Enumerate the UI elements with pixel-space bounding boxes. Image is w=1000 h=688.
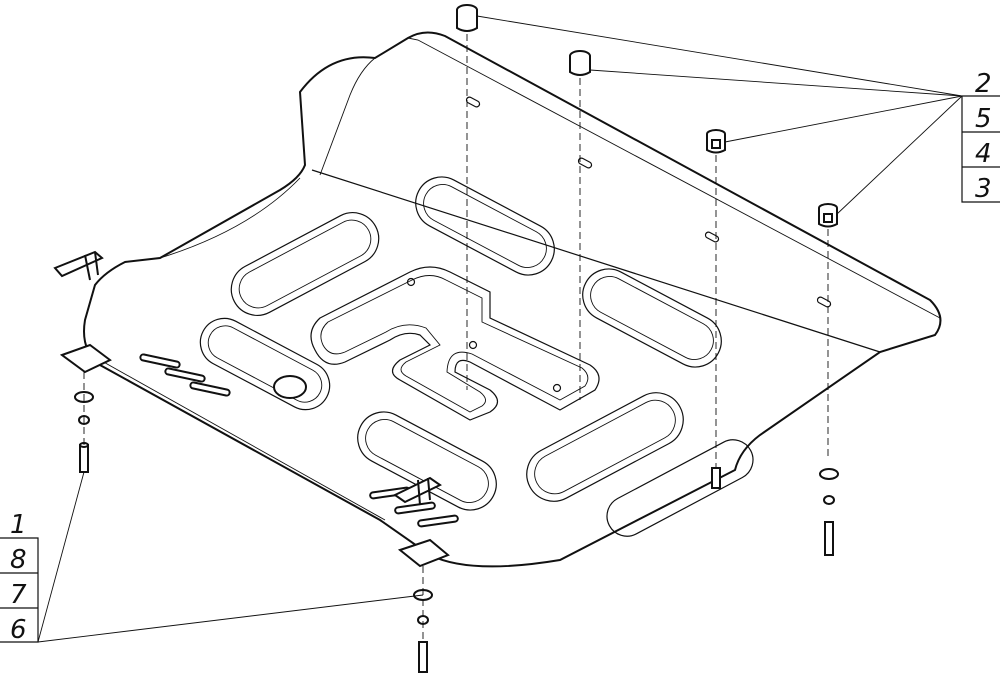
front-flange xyxy=(319,37,941,319)
callout-label: 5 xyxy=(975,104,992,134)
side-bend xyxy=(759,351,881,436)
bend-line xyxy=(311,169,881,353)
bend-line-2 xyxy=(159,177,301,259)
stamped-ribs xyxy=(199,176,754,537)
louver-slots xyxy=(139,353,459,528)
callout-label: 7 xyxy=(10,580,27,610)
leader-lines xyxy=(37,15,963,643)
flange-slots xyxy=(465,96,832,308)
nut-2 xyxy=(818,203,838,228)
bolt-set-right xyxy=(819,468,839,556)
rear-bend xyxy=(99,359,386,521)
plate-outline xyxy=(83,31,942,568)
mounting-holes xyxy=(273,277,562,399)
bolt-set-center xyxy=(413,566,433,673)
top-fasteners xyxy=(456,4,838,470)
callout-label: 1 xyxy=(10,510,27,540)
bottom-fasteners xyxy=(74,372,839,673)
callout-bottom-left: 1 8 7 6 xyxy=(0,510,39,645)
skid-plate xyxy=(53,31,942,568)
spacer-1 xyxy=(456,4,478,32)
callout-label: 2 xyxy=(975,69,992,99)
callout-top-right: 2 5 4 3 xyxy=(961,69,1000,204)
spacer-2 xyxy=(569,50,591,76)
bolt-set-left xyxy=(74,372,94,473)
bolt-small-right xyxy=(711,467,721,489)
callout-label: 6 xyxy=(10,615,27,645)
nut-1 xyxy=(706,129,726,154)
mounting-tabs xyxy=(53,250,450,568)
callout-label: 8 xyxy=(10,545,27,575)
center-rib xyxy=(310,266,600,421)
callout-label: 4 xyxy=(975,139,992,169)
callout-label: 3 xyxy=(975,174,992,204)
